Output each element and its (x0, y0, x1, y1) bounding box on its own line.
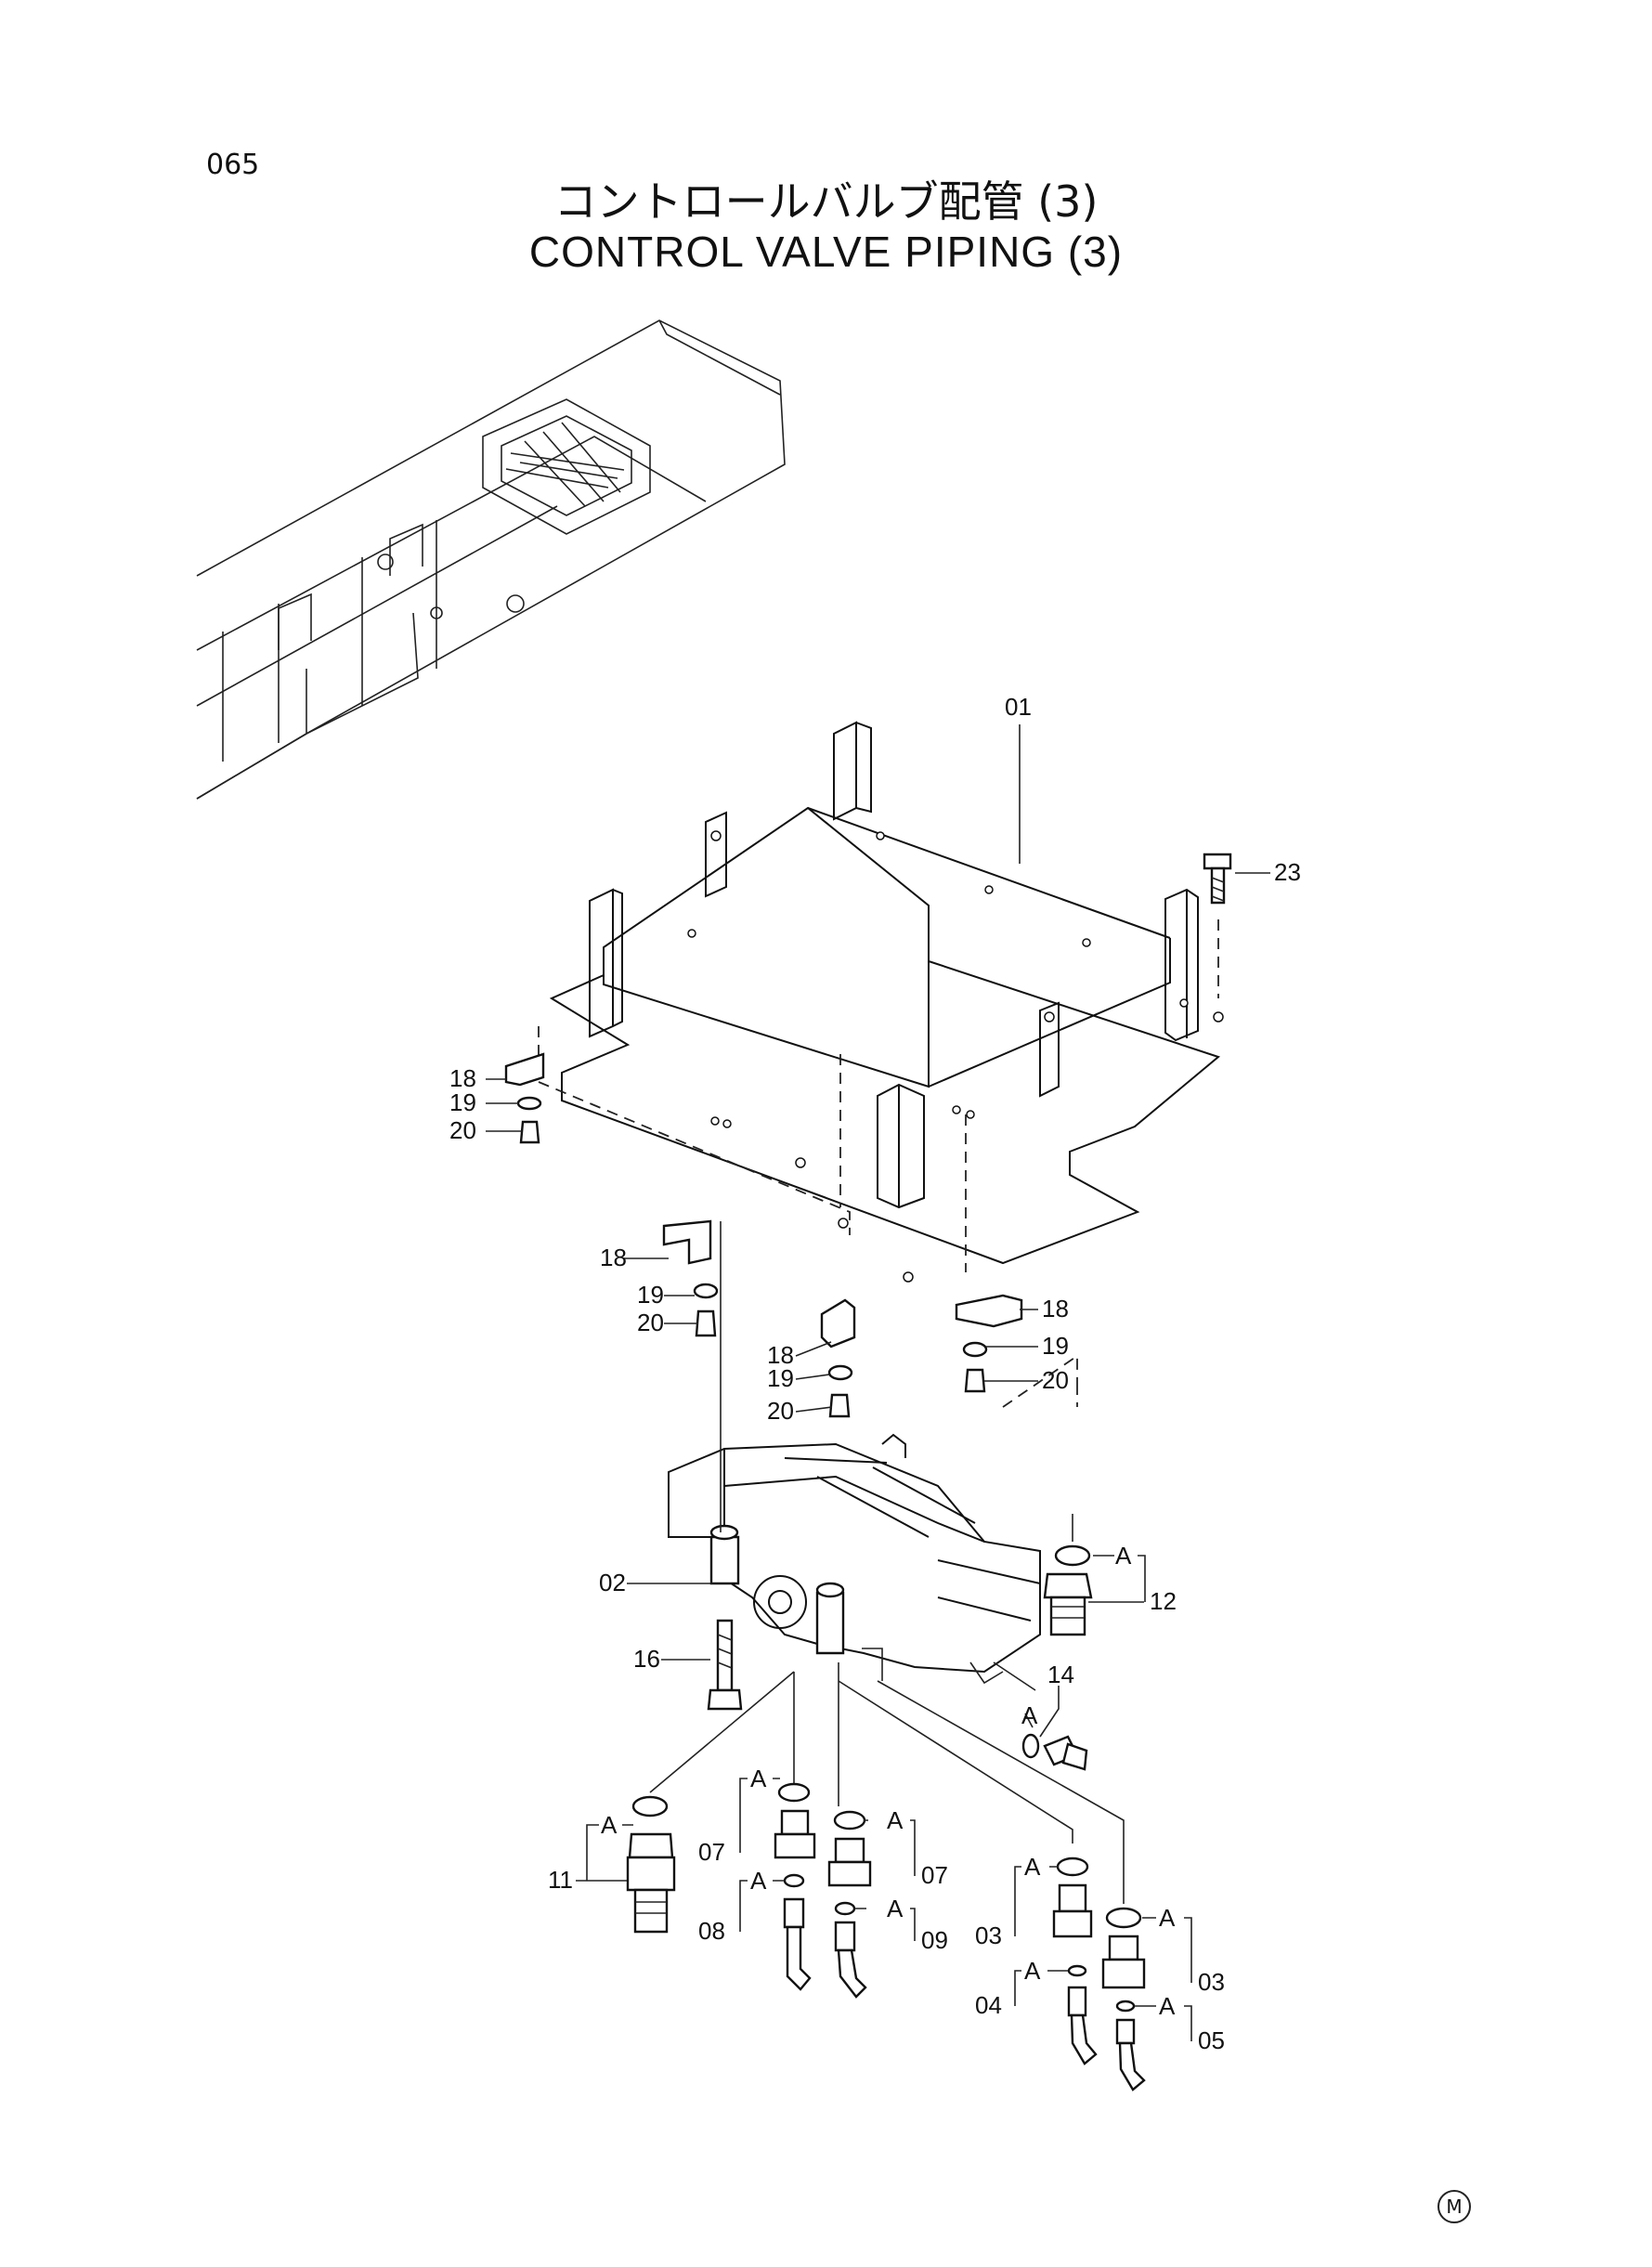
label-19-center: 19 (767, 1364, 794, 1392)
title-japanese: コントロールバルブ配管 (3) (553, 176, 1099, 227)
label-07-left: 07 (698, 1838, 725, 1866)
machine-frame-illustration (196, 319, 786, 800)
fitting-leader-lines (649, 1514, 1125, 1904)
bracket-set-center (820, 1298, 856, 1418)
fitting-12 (1043, 1544, 1093, 1636)
label-11: 11 (548, 1866, 573, 1894)
cover-plate-01 (549, 721, 1224, 1283)
label-19-center-left: 19 (637, 1281, 664, 1309)
fitting-14 (1021, 1733, 1088, 1771)
alignment-lines (538, 919, 1219, 1408)
label-18-right: 18 (1042, 1295, 1069, 1322)
label-04: 04 (975, 1991, 1002, 2019)
label-19-right: 19 (1042, 1332, 1069, 1360)
label-01: 01 (1005, 693, 1032, 721)
page-number: 065 (206, 149, 260, 181)
a-marker-07-left: A (750, 1765, 767, 1792)
label-20-upper-left: 20 (449, 1116, 476, 1144)
a-marker-03-left: A (1024, 1853, 1041, 1881)
label-19-upper-left: 19 (449, 1088, 476, 1116)
a-marker-03-right: A (1159, 1904, 1176, 1932)
label-20-center: 20 (767, 1397, 794, 1425)
fitting-07-left (774, 1782, 816, 1859)
label-14: 14 (1047, 1661, 1074, 1688)
a-marker-07-right: A (887, 1806, 904, 1834)
a-marker-12: A (1115, 1542, 1132, 1570)
label-03-right: 03 (1198, 1968, 1225, 1996)
a-marker-09: A (887, 1895, 904, 1922)
label-20-right: 20 (1042, 1366, 1069, 1394)
title-english: CONTROL VALVE PIPING (3) (528, 228, 1124, 276)
a-marker-04: A (1024, 1957, 1041, 1985)
bolt-23 (1203, 853, 1232, 905)
label-05: 05 (1198, 2026, 1225, 2054)
bolt-16 (707, 1619, 743, 1711)
label-20-center-left: 20 (637, 1309, 664, 1336)
bracket-set-upper-left (504, 1052, 545, 1144)
label-leaders (486, 724, 1270, 1882)
a-marker-11: A (601, 1811, 618, 1839)
bracket-set-right (955, 1294, 1023, 1393)
fitting-03-right (1101, 1907, 1146, 1989)
label-12: 12 (1150, 1587, 1177, 1615)
a-callout-brackets (586, 1555, 1192, 2041)
a-marker-08: A (750, 1867, 767, 1895)
a-marker-14: A (1021, 1701, 1038, 1729)
fitting-07-right (827, 1810, 872, 1887)
label-08: 08 (698, 1917, 725, 1945)
fitting-11 (626, 1795, 676, 1934)
label-18-center: 18 (767, 1341, 794, 1369)
label-09: 09 (921, 1926, 948, 1954)
label-18-upper-left: 18 (449, 1064, 476, 1092)
control-valve-02 (668, 1433, 1041, 1685)
label-16: 16 (633, 1645, 660, 1673)
a-marker-05: A (1159, 1992, 1176, 2020)
label-03-left: 03 (975, 1922, 1002, 1949)
label-23: 23 (1274, 858, 1301, 886)
fitting-09 (834, 1901, 867, 1999)
label-07-right: 07 (921, 1861, 948, 1889)
m-marker-icon: M (1437, 2190, 1471, 2223)
bracket-set-center-left (662, 1219, 719, 1337)
fitting-03-left (1052, 1857, 1093, 1938)
label-18-center-left: 18 (600, 1244, 627, 1271)
fitting-04 (1067, 1964, 1098, 2065)
fitting-08 (783, 1873, 812, 1991)
label-02: 02 (599, 1569, 626, 1596)
fitting-05 (1115, 2000, 1146, 2091)
